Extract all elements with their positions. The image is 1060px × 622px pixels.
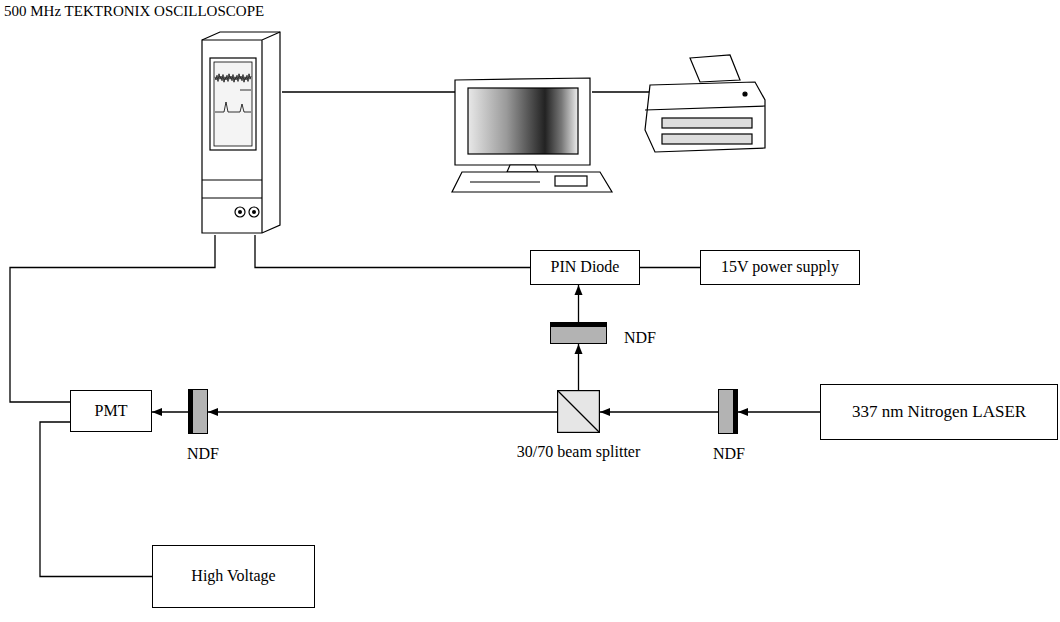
oscilloscope-drawing [200,30,282,235]
printer-icon [645,55,765,152]
data-cable [592,91,650,92]
beam-arrow [738,411,820,412]
power-supply-box: High Voltage [152,545,315,608]
nd-filter: NDF [188,389,208,434]
beam-splitter: 30/70 beam splitter [557,390,600,433]
oscilloscope: 500 MHz TEKTRONIX OSCILLOSCOPE [200,30,282,235]
box-label: PIN Diode [551,258,620,276]
splitter-cube [557,390,600,433]
part-label: 500 MHz TEKTRONIX OSCILLOSCOPE [4,3,264,20]
part-label: NDF [187,445,219,463]
box-label: High Voltage [191,567,275,585]
data-cable [282,91,455,92]
computer-icon [452,78,612,192]
part-label: NDF [713,445,745,463]
nd-filter: NDF [718,389,738,434]
part-label: NDF [624,329,656,347]
power-supply-box: 15V power supply [700,250,860,285]
box-label: 337 nm Nitrogen LASER [852,402,1026,422]
laser-box: 337 nm Nitrogen LASER [820,384,1058,440]
signal-wire [255,235,530,268]
beam-arrow [152,411,188,412]
detector-box: PIN Diode [530,250,640,285]
part-label: 30/70 beam splitter [517,443,641,461]
beam-arrow [208,411,557,412]
signal-wire [10,235,215,402]
beam-arrow [600,411,718,412]
signal-wire [40,422,152,577]
box-label: PMT [95,402,128,420]
signal-wire [640,267,700,268]
box-label: 15V power supply [721,258,839,276]
beam-arrow [578,285,579,322]
beam-arrow [578,344,579,390]
detector-box: PMT [70,390,152,432]
nd-filter: NDF [550,322,607,344]
